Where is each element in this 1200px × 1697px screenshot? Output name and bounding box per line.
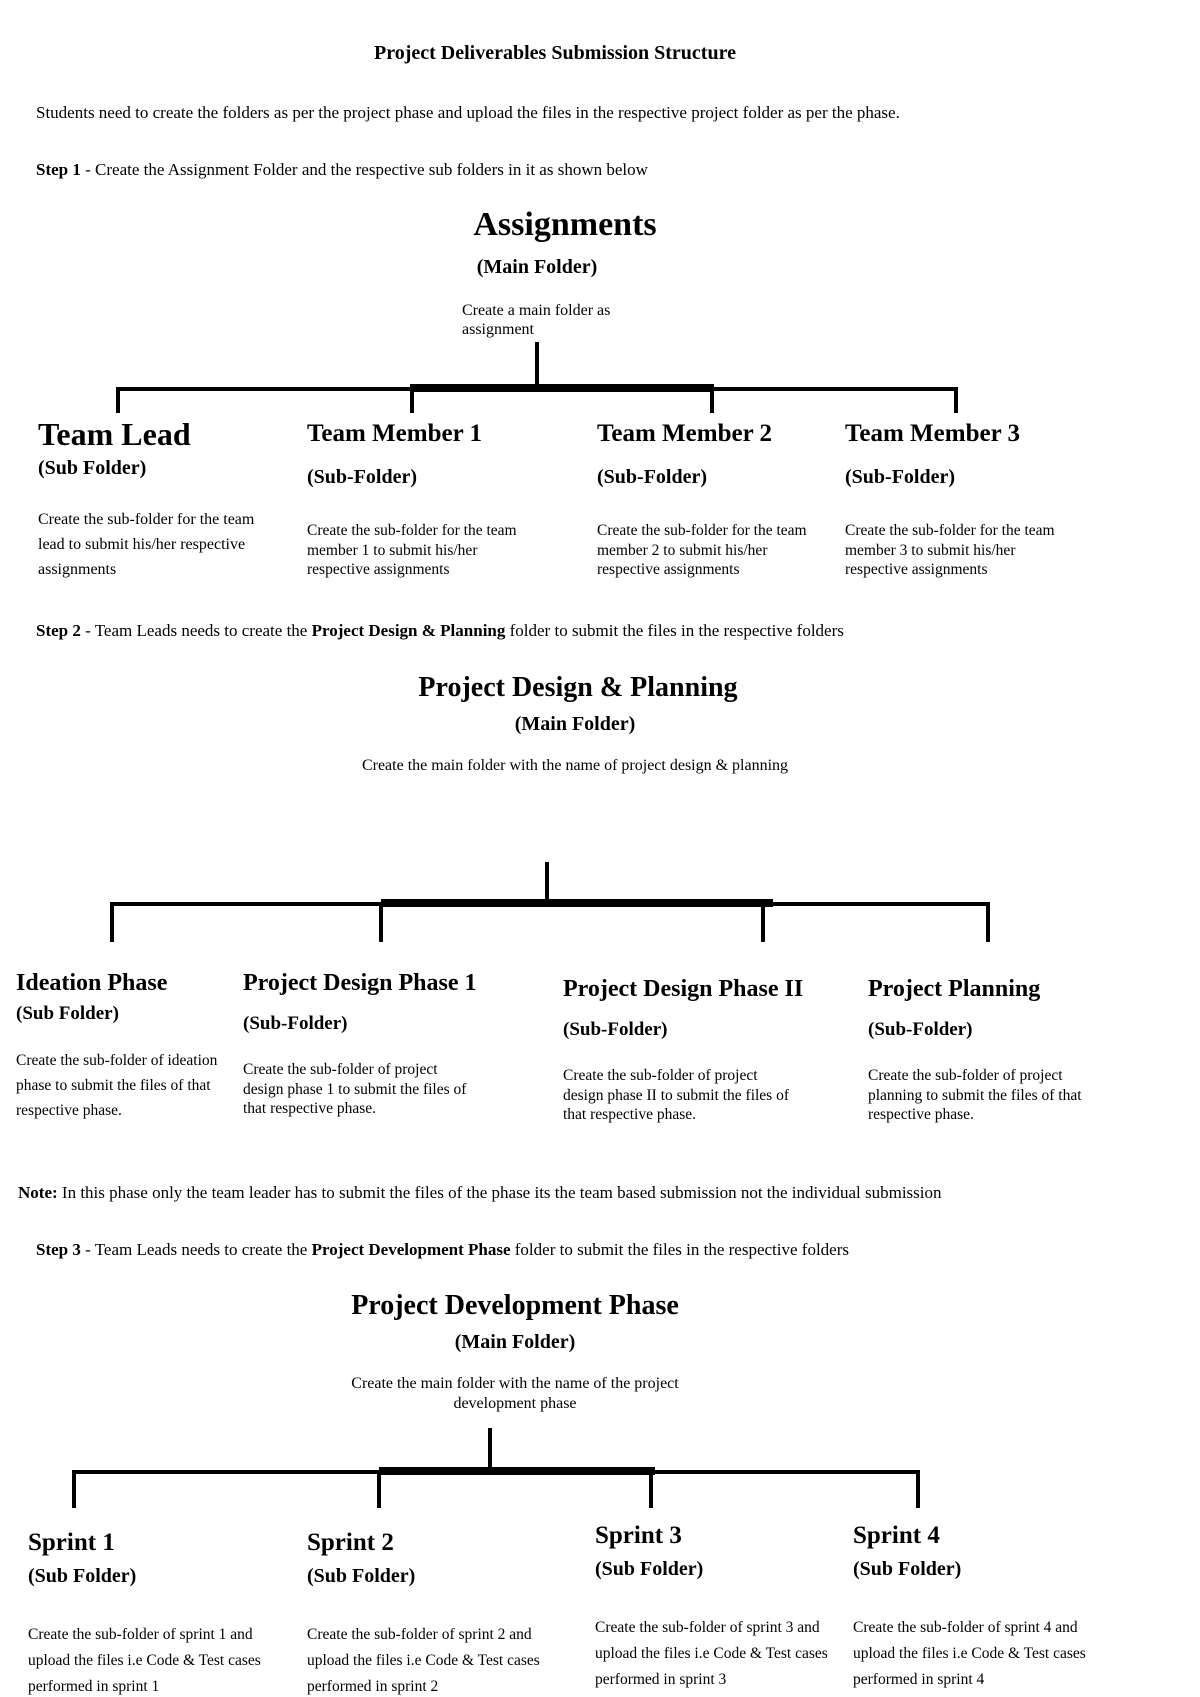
node-title: Sprint 2 — [307, 1529, 394, 1556]
node-description: Create the sub-folder of sprint 2 and up… — [307, 1626, 540, 1695]
node-title: Project Design Phase II — [563, 976, 804, 1002]
tree2-node-project-planning: Project Planning (Sub-Folder) Create the… — [868, 974, 1106, 1125]
tree3-root-title: Project Development Phase — [351, 1290, 679, 1321]
intro-text: Students need to create the folders as p… — [36, 103, 900, 122]
tree1-root-title: Assignments — [473, 206, 657, 243]
tree1-root-caption: Create a main folder as assignment — [462, 302, 611, 338]
tree2-node-ideation-phase: Ideation Phase (Sub Folder) Create the s… — [16, 968, 251, 1123]
tree2-node-project-design-phase-2: Project Design Phase II (Sub-Folder) Cre… — [563, 974, 803, 1125]
tree3-drop-line-2 — [377, 1470, 381, 1508]
node-subtitle: (Sub Folder) — [853, 1558, 962, 1580]
tree2-drop-line-3 — [761, 902, 765, 942]
node-title: Team Member 1 — [307, 420, 482, 447]
node-subtitle: (Sub-Folder) — [243, 1013, 348, 1034]
step-3-heading: Step 3 - Team Leads needs to create the … — [36, 1240, 849, 1260]
step-2-text-after: folder to submit the files in the respec… — [505, 621, 844, 640]
step-1-text: - Create the Assignment Folder and the r… — [80, 160, 648, 179]
node-subtitle: (Sub-Folder) — [868, 1019, 973, 1040]
tree1-root-subtitle: (Main Folder) — [476, 256, 598, 278]
node-description: Create the sub-folder of project design … — [563, 1067, 789, 1123]
tree3-drop-line-4 — [916, 1470, 920, 1508]
step-3-bold-text: Project Development Phase — [311, 1240, 511, 1259]
step-2-text: - Team Leads needs to create the — [80, 621, 312, 640]
node-title: Project Planning — [868, 976, 1041, 1002]
tree1-node-team-member-2: Team Member 2 (Sub-Folder) Create the su… — [597, 419, 809, 580]
node-subtitle: (Sub Folder) — [28, 1565, 137, 1587]
tree2-root-caption: Create the main folder with the name of … — [361, 757, 789, 774]
tree1-node-team-lead: Team Lead (Sub Folder) Create the sub-fo… — [38, 415, 273, 582]
tree3-drop-line-3 — [649, 1470, 653, 1508]
node-title: Ideation Phase — [16, 970, 168, 996]
tree2-root-subtitle: (Main Folder) — [514, 713, 636, 735]
step-2-bold-text: Project Design & Planning — [311, 621, 506, 640]
tree2-drop-line-2 — [379, 902, 383, 942]
tree3-root-caption: Create the main folder with the name of … — [351, 1375, 679, 1412]
node-title: Sprint 1 — [28, 1529, 115, 1556]
node-subtitle: (Sub Folder) — [38, 457, 147, 479]
node-description: Create the sub-folder for the team membe… — [307, 522, 517, 578]
tree1-drop-line-3 — [710, 387, 714, 413]
node-subtitle: (Sub-Folder) — [563, 1019, 668, 1040]
tree3-node-sprint-1: Sprint 1 (Sub Folder) Create the sub-fol… — [28, 1528, 290, 1697]
node-description: Create the sub-folder of sprint 1 and up… — [28, 1626, 261, 1695]
node-subtitle: (Sub-Folder) — [597, 466, 707, 488]
tree1-horizontal-line-thick — [410, 384, 714, 392]
node-description: Create the sub-folder of sprint 3 and up… — [595, 1619, 828, 1688]
tree1-node-team-member-1: Team Member 1 (Sub-Folder) Create the su… — [307, 419, 519, 580]
node-title: Team Lead — [38, 416, 191, 452]
node-description: Create the sub-folder for the team membe… — [845, 522, 1055, 578]
tree3-node-sprint-4: Sprint 4 (Sub Folder) Create the sub-fol… — [853, 1521, 1115, 1693]
tree1-stem-line — [535, 342, 539, 387]
node-subtitle: (Sub Folder) — [16, 1003, 119, 1024]
node-subtitle: (Sub-Folder) — [845, 466, 955, 488]
note-body: In this phase only the team leader has t… — [57, 1183, 942, 1202]
tree3-node-sprint-3: Sprint 3 (Sub Folder) Create the sub-fol… — [595, 1521, 857, 1693]
tree1-drop-line-2 — [410, 387, 414, 413]
step-3-text-after: folder to submit the files in the respec… — [510, 1240, 850, 1259]
step-3-text: - Team Leads needs to create the — [80, 1240, 312, 1259]
tree3-horizontal-line-thick — [379, 1467, 655, 1475]
tree2-node-project-design-phase-1: Project Design Phase 1 (Sub-Folder) Crea… — [243, 968, 477, 1119]
tree3-stem-line — [488, 1428, 492, 1470]
node-description: Create the sub-folder of project plannin… — [868, 1067, 1082, 1123]
tree2-horizontal-line-thick — [381, 899, 773, 907]
tree2-drop-line-1 — [110, 902, 114, 942]
node-title: Team Member 3 — [845, 420, 1020, 447]
node-subtitle: (Sub Folder) — [595, 1558, 704, 1580]
tree2-drop-line-4 — [986, 902, 990, 942]
note-label: Note: — [18, 1183, 58, 1202]
node-title: Sprint 3 — [595, 1522, 682, 1549]
step-2-heading: Step 2 - Team Leads needs to create the … — [36, 621, 844, 641]
tree2-stem-line — [545, 862, 549, 902]
node-description: Create the sub-folder of ideation phase … — [16, 1052, 218, 1119]
node-subtitle: (Sub-Folder) — [307, 466, 417, 488]
tree2-root-title: Project Design & Planning — [418, 672, 738, 703]
tree1-node-team-member-3: Team Member 3 (Sub-Folder) Create the su… — [845, 419, 1057, 580]
tree3-root-subtitle: (Main Folder) — [454, 1331, 576, 1353]
step-1-label: Step 1 — [36, 160, 81, 179]
node-subtitle: (Sub Folder) — [307, 1565, 416, 1587]
page-title: Project Deliverables Submission Structur… — [373, 42, 736, 64]
node-description: Create the sub-folder of project design … — [243, 1061, 467, 1117]
tree1-drop-line-1 — [116, 387, 120, 413]
step-1-heading: Step 1 - Create the Assignment Folder an… — [36, 160, 648, 180]
note-text: Note: In this phase only the team leader… — [18, 1183, 942, 1203]
tree1-drop-line-4 — [954, 387, 958, 413]
node-description: Create the sub-folder for the team lead … — [38, 511, 255, 578]
node-title: Team Member 2 — [597, 420, 772, 447]
tree3-drop-line-1 — [72, 1470, 76, 1508]
node-description: Create the sub-folder of sprint 4 and up… — [853, 1619, 1086, 1688]
step-2-label: Step 2 — [36, 621, 81, 640]
node-description: Create the sub-folder for the team membe… — [597, 522, 807, 578]
tree3-node-sprint-2: Sprint 2 (Sub Folder) Create the sub-fol… — [307, 1528, 569, 1697]
step-3-label: Step 3 — [36, 1240, 81, 1259]
node-title: Sprint 4 — [853, 1522, 940, 1549]
node-title: Project Design Phase 1 — [243, 970, 477, 996]
